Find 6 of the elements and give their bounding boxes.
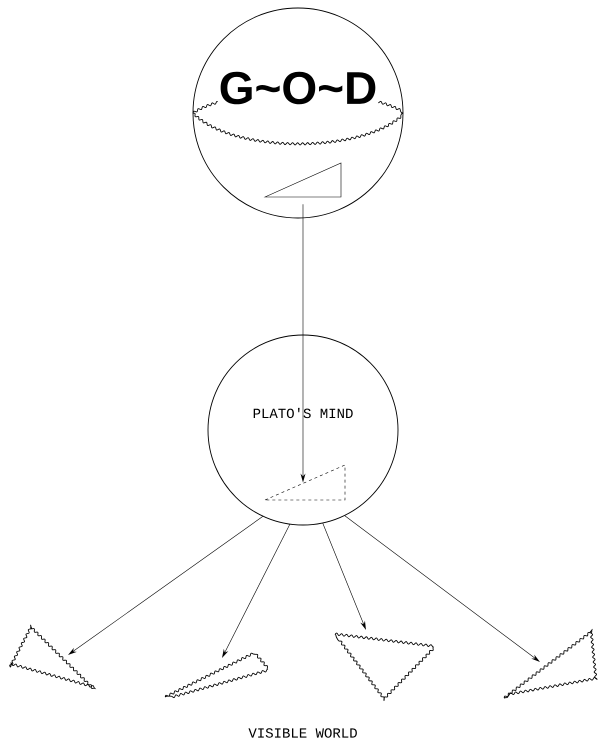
triangle-drawing <box>164 652 268 698</box>
triangle-drawing <box>334 632 434 701</box>
caption-label: VISIBLE WORLD <box>248 728 357 738</box>
triangle-drawing <box>504 629 598 698</box>
triangle-drawing <box>9 624 96 689</box>
sphere-drawing: G~O~D <box>192 8 404 218</box>
